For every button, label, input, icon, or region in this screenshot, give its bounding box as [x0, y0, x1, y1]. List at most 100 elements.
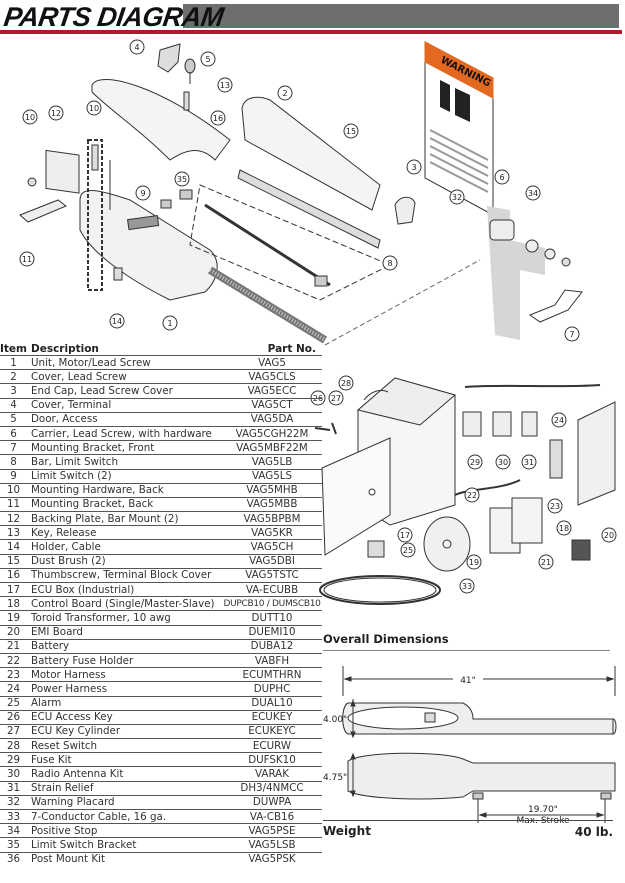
- callout-35: 35: [177, 175, 187, 184]
- item-description: Backing Plate, Bar Mount (2): [27, 511, 222, 526]
- item-number: 29: [0, 752, 27, 767]
- parts-table-header: Item Description Part No.: [0, 342, 322, 356]
- page-title: PARTS DIAGRAM: [2, 2, 226, 32]
- item-description: ECU Box (Industrial): [27, 581, 222, 597]
- part-number: VABFH: [222, 652, 322, 668]
- item-description: Bar, Limit Switch: [27, 454, 222, 469]
- callout-22: 22: [467, 491, 477, 500]
- ecu-exploded-diagram: 28 26 27 24 29 30 31 22 23 17 18 20 25 1…: [310, 375, 617, 605]
- item-number: 11: [0, 496, 27, 512]
- part-number: VA-ECUBB: [222, 581, 322, 597]
- part-number: DUAL10: [222, 695, 322, 711]
- item-number: 13: [0, 525, 27, 540]
- item-number: 32: [0, 794, 27, 810]
- item-number: 1: [0, 354, 27, 370]
- item-description: EMI Board: [27, 624, 222, 640]
- dimensions-title: Overall Dimensions: [323, 632, 449, 646]
- item-description: Cover, Terminal: [27, 397, 222, 413]
- part-number: DUEMI10: [222, 624, 322, 640]
- length-dimension: 41": [460, 676, 476, 686]
- part-number: DUPHC: [222, 681, 322, 696]
- callout-32: 32: [452, 193, 462, 202]
- stroke-label: Max. Stroke: [516, 816, 569, 826]
- item-number: 34: [0, 823, 27, 838]
- lead-screw-cover: [241, 96, 381, 211]
- dimensions-drawing: 41" 4.00" 4.75" 19.70" Max. Stroke: [323, 666, 617, 826]
- callout-24: 24: [554, 416, 564, 425]
- item-number: 36: [0, 851, 27, 866]
- item-number: 22: [0, 652, 27, 668]
- item-number: 30: [0, 766, 27, 782]
- item-description: Power Harness: [27, 681, 222, 696]
- callout-10b: 10: [25, 113, 35, 122]
- item-description: Warning Placard: [27, 794, 222, 810]
- part-number: VAG5LSB: [222, 837, 322, 853]
- bracket-back: [19, 199, 67, 223]
- item-description: 7-Conductor Cable, 16 ga.: [27, 808, 222, 824]
- side-view-body: [347, 752, 616, 800]
- callout-15: 15: [346, 127, 356, 136]
- bracket-front: [528, 289, 583, 323]
- item-description: Motor Harness: [27, 667, 222, 682]
- item-number: 10: [0, 482, 27, 498]
- callout-14: 14: [112, 317, 122, 326]
- callout-4: 4: [134, 43, 139, 52]
- callout-6: 6: [499, 173, 504, 182]
- item-description: ECU Access Key: [27, 709, 222, 725]
- item-number: 26: [0, 709, 27, 725]
- part-number: VAG5PSK: [222, 851, 322, 866]
- item-number: 15: [0, 553, 27, 569]
- part-number: ECUKEYC: [222, 723, 322, 739]
- item-description: Reset Switch: [27, 738, 222, 753]
- callout-1: 1: [167, 319, 172, 328]
- ecu-door: [321, 437, 391, 556]
- part-number: VAG5: [222, 354, 322, 370]
- weight-label: Weight: [323, 824, 371, 838]
- carrier: [489, 219, 515, 241]
- width-dimension: 4.00": [323, 715, 347, 725]
- part-number: DUTT10: [222, 610, 322, 626]
- overall-dimensions: Overall Dimensions 41" 4.00" 4.7: [323, 632, 623, 826]
- part-number: VAG5DA: [222, 411, 322, 427]
- item-description: Thumbscrew, Terminal Block Cover: [27, 567, 222, 583]
- part-number: ECURW: [222, 738, 322, 753]
- part-number: VAG5CT: [222, 397, 322, 413]
- column-header-part-no: Part No.: [267, 342, 316, 355]
- part-number: VAG5LS: [222, 468, 322, 484]
- item-description: Key, Release: [27, 525, 222, 540]
- item-description: Mounting Bracket, Front: [27, 440, 222, 455]
- weight-value: 40 lb.: [574, 825, 613, 839]
- item-description: Radio Antenna Kit: [27, 766, 222, 782]
- operator-exploded-diagram: 4 5 13 2 10 12 10 16 15 3 6 35 9 34 32 1…: [19, 39, 583, 346]
- item-number: 7: [0, 440, 27, 455]
- part-number: VAG5CLS: [222, 369, 322, 384]
- part-number: ECUKEY: [222, 709, 322, 725]
- item-description: Limit Switch Bracket: [27, 837, 222, 853]
- callout-27: 27: [331, 394, 341, 403]
- release-key: [184, 58, 196, 74]
- item-number: 12: [0, 511, 27, 526]
- item-number: 16: [0, 567, 27, 583]
- dimensions-rule: [323, 650, 610, 651]
- item-description: Post Mount Kit: [27, 851, 222, 866]
- part-number: VARAK: [222, 766, 322, 782]
- callout-8: 8: [387, 259, 392, 268]
- item-description: ECU Key Cylinder: [27, 723, 222, 739]
- callout-23: 23: [550, 502, 560, 511]
- item-description: Control Board (Single/Master-Slave): [27, 596, 222, 611]
